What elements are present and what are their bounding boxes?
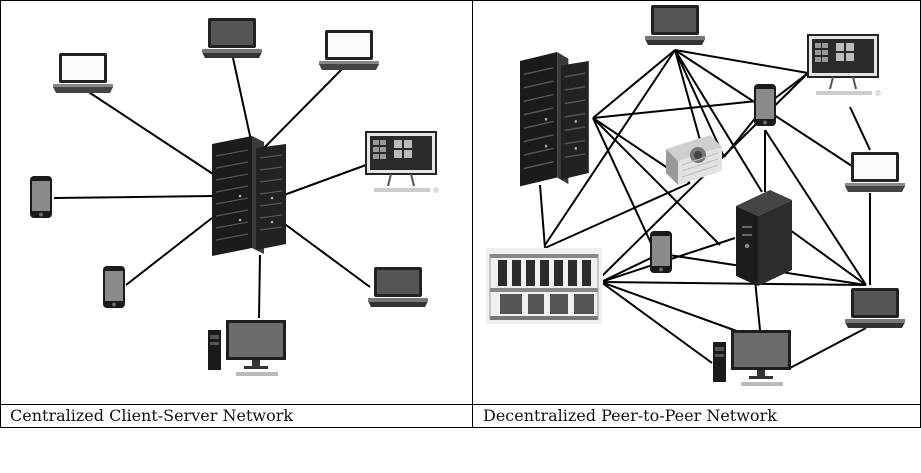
peer-link	[849, 106, 871, 151]
peer-link	[544, 49, 676, 246]
link-server-laptop-top	[232, 57, 253, 146]
laptop-icon	[645, 5, 705, 45]
peer-link	[754, 279, 761, 331]
peer-link	[764, 129, 867, 286]
desktop-monitor-icon	[365, 131, 440, 194]
pc-tower-icon	[736, 190, 792, 286]
smartphone-icon	[650, 231, 672, 273]
link-server-laptop-top-right	[261, 64, 347, 151]
asic-miner-icon	[665, 134, 723, 186]
peer-link	[600, 281, 867, 286]
link-server-phone-left	[53, 195, 213, 199]
decentralized-devices	[485, 5, 905, 386]
peer-link	[592, 117, 721, 246]
desktop-monitor-icon	[226, 320, 286, 376]
laptop-icon	[845, 288, 905, 328]
peer-link	[592, 100, 758, 119]
decentralized-network-caption: Decentralized Peer-to-Peer Network	[483, 406, 777, 425]
peer-link	[592, 117, 657, 255]
laptop-icon	[53, 53, 113, 93]
link-server-desktop-right	[283, 164, 367, 196]
link-server-laptop-top-left	[80, 86, 217, 177]
peer-link	[539, 184, 546, 249]
peer-link	[544, 182, 691, 249]
peer-link	[789, 327, 867, 369]
link-server-phone-bottom	[125, 217, 213, 286]
peer-link	[592, 49, 676, 119]
server-rack-icon	[211, 135, 287, 257]
smartphone-icon	[30, 176, 52, 218]
laptop-icon	[319, 30, 379, 70]
peer-link	[600, 281, 713, 364]
server-rack-icon	[519, 51, 590, 188]
desktop-monitor-icon	[731, 330, 791, 386]
desktop-tower-icon	[713, 342, 726, 382]
peer-link	[674, 49, 809, 74]
peer-link	[600, 281, 746, 335]
link-server-laptop-bottom-right	[281, 221, 371, 288]
mining-rig-icon	[485, 247, 603, 325]
network-diagram	[30, 5, 905, 386]
laptop-icon	[202, 18, 262, 58]
laptop-icon	[845, 152, 905, 192]
peer-link	[600, 254, 658, 283]
desktop-monitor-icon	[807, 34, 882, 97]
smartphone-icon	[754, 84, 776, 126]
centralized-network-caption: Centralized Client-Server Network	[10, 406, 294, 425]
link-server-desktop-bottom	[258, 254, 261, 319]
laptop-icon	[368, 267, 428, 307]
centralized-connections	[53, 57, 371, 319]
smartphone-icon	[103, 266, 125, 308]
desktop-tower-icon	[208, 330, 221, 370]
peer-link	[674, 49, 701, 141]
peer-link	[789, 229, 867, 286]
peer-link	[674, 49, 725, 158]
peer-link	[674, 49, 763, 193]
